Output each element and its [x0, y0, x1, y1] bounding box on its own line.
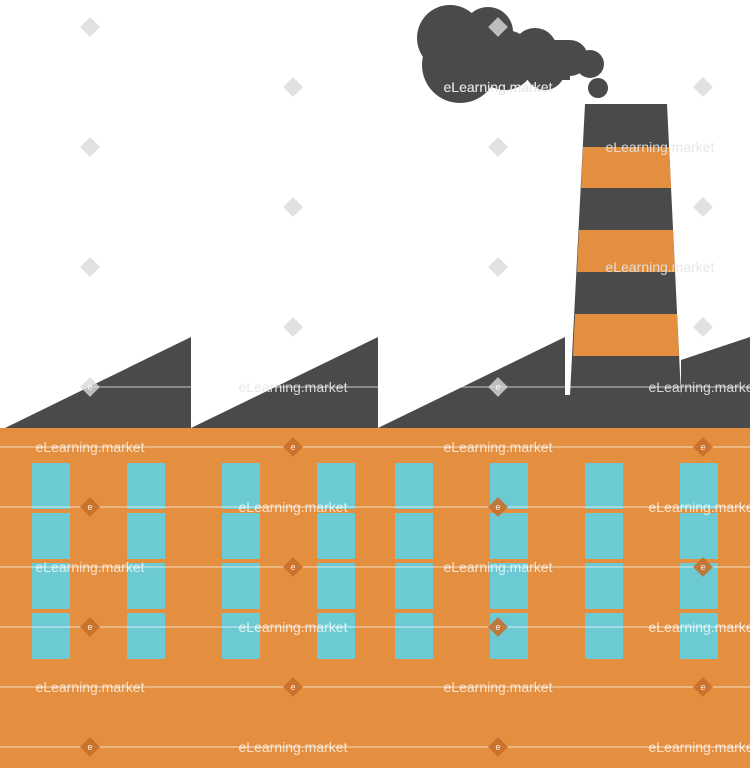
watermark-text: eLearning.market — [239, 619, 348, 635]
watermark-diamond-icon — [693, 677, 713, 697]
window-pane — [127, 463, 165, 509]
watermark-diamond-icon — [283, 677, 303, 697]
window-pane — [32, 613, 70, 659]
watermark-text: eLearning.market — [36, 439, 145, 455]
watermark-text: eLearning.market — [239, 499, 348, 515]
watermark-diamond-icon — [488, 497, 508, 517]
watermark-diamond-icon — [80, 257, 100, 277]
window-pane — [127, 563, 165, 609]
window-pane — [222, 513, 260, 559]
window-pane — [127, 613, 165, 659]
watermark-diamond-icon — [488, 617, 508, 637]
factory-roof — [5, 337, 750, 428]
watermark-diamond-icon — [693, 437, 713, 457]
window-pane — [395, 613, 433, 659]
watermark-e-icon: e — [495, 382, 500, 392]
watermark-text: eLearning.market — [649, 739, 750, 755]
watermark-layer: eLearning.market e e eLearning.market eLearn… — [0, 17, 750, 757]
window-pane — [127, 513, 165, 559]
watermark-diamond-icon — [80, 497, 100, 517]
window-pane — [32, 563, 70, 609]
watermark-text: eLearning.market — [649, 499, 750, 515]
watermark-e-icon: e — [87, 382, 92, 392]
watermark-diamond-icon — [283, 557, 303, 577]
watermark-e-icon: e — [495, 742, 500, 752]
watermark-text: eLearning.market — [36, 559, 145, 575]
watermark-text: eLearning.market — [239, 739, 348, 755]
watermark-e-icon: e — [290, 562, 295, 572]
watermark-e-icon: e — [87, 502, 92, 512]
window-pane — [222, 563, 260, 609]
watermark-e-icon: e — [700, 562, 705, 572]
watermark-text: eLearning.market — [649, 619, 750, 635]
window-pane — [490, 563, 528, 609]
watermark-e-icon: e — [700, 442, 705, 452]
watermark-text: eLearning.market — [606, 259, 715, 275]
watermark-diamond-icon — [488, 257, 508, 277]
window-pane — [32, 513, 70, 559]
window-pane — [585, 613, 623, 659]
chimney — [570, 104, 681, 395]
watermark-diamond-icon — [488, 137, 508, 157]
window-pane — [680, 613, 718, 659]
watermark-diamond-icon — [80, 17, 100, 37]
watermark-diamond-icon — [693, 317, 713, 337]
watermark-e-icon: e — [290, 442, 295, 452]
watermark-e-icon: e — [87, 742, 92, 752]
window-pane — [680, 463, 718, 509]
window-pane — [317, 563, 355, 609]
window-pane — [317, 513, 355, 559]
watermark-text: eLearning.market — [36, 679, 145, 695]
watermark-diamond-icon — [693, 557, 713, 577]
watermark-e-icon: e — [87, 622, 92, 632]
window-pane — [222, 613, 260, 659]
window-pane — [395, 463, 433, 509]
factory-building — [0, 428, 750, 768]
watermark-diamond-icon — [693, 77, 713, 97]
watermark-text: eLearning.market — [444, 79, 553, 95]
watermark-e-icon: e — [495, 502, 500, 512]
watermark-diamond-icon — [488, 737, 508, 757]
window-pane — [585, 563, 623, 609]
watermark-text: eLearning.market — [444, 559, 553, 575]
watermark-e-icon: e — [495, 622, 500, 632]
factory-windows — [32, 463, 718, 659]
watermark-diamond-icon — [283, 437, 303, 457]
watermark-diamond-icon — [283, 317, 303, 337]
watermark-e-icon: e — [700, 682, 705, 692]
window-pane — [222, 463, 260, 509]
watermark-text: eLearning.market — [444, 439, 553, 455]
watermark-diamond-icon — [283, 77, 303, 97]
watermark-diamond-icon — [488, 17, 508, 37]
window-pane — [585, 463, 623, 509]
watermark-e-icon: e — [290, 682, 295, 692]
watermark-text: eLearning.market — [239, 379, 348, 395]
watermark-text: eLearning.market — [649, 379, 750, 395]
window-pane — [585, 513, 623, 559]
window-pane — [395, 513, 433, 559]
watermark-diamond-icon — [283, 197, 303, 217]
watermark-diamond-icon — [80, 377, 100, 397]
window-pane — [317, 613, 355, 659]
watermark-text: eLearning.market — [606, 139, 715, 155]
window-pane — [395, 563, 433, 609]
watermark-text: eLearning.market — [444, 79, 553, 95]
window-pane — [32, 463, 70, 509]
watermark-text: eLearning.market — [444, 679, 553, 695]
window-pane — [680, 513, 718, 559]
watermark-diamond-icon — [80, 137, 100, 157]
smoke-cloud — [417, 5, 608, 103]
window-pane — [317, 463, 355, 509]
watermark-diamond-icon — [693, 197, 713, 217]
watermark-diamond-icon — [488, 377, 508, 397]
window-pane — [490, 513, 528, 559]
